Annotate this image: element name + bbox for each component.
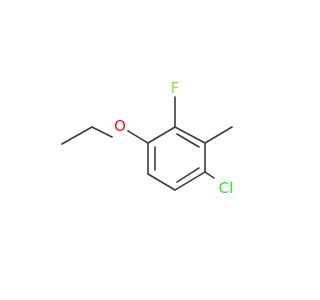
chlorine-atom-label: Cl bbox=[219, 179, 234, 197]
bond-ch3-ch2 bbox=[61, 126, 93, 145]
oxygen-atom-label: O bbox=[114, 117, 126, 135]
bond-c2-c3 bbox=[174, 126, 206, 144]
bond-ch2-o bbox=[91, 126, 113, 138]
fluorine-atom-label: F bbox=[171, 79, 180, 97]
bond-c3-methyl bbox=[204, 126, 233, 144]
bond-c1-c2 bbox=[147, 126, 176, 144]
bond-c5-c6 bbox=[147, 173, 176, 191]
double-bond-c4-c5 bbox=[176, 167, 200, 183]
double-bond-c2-c3 bbox=[176, 133, 200, 148]
bond-c4-c5 bbox=[174, 171, 206, 191]
bond-o-c1 bbox=[127, 130, 149, 144]
bond-c4-cl bbox=[204, 171, 215, 179]
molecule-diagram: O F Cl bbox=[61, 79, 234, 197]
